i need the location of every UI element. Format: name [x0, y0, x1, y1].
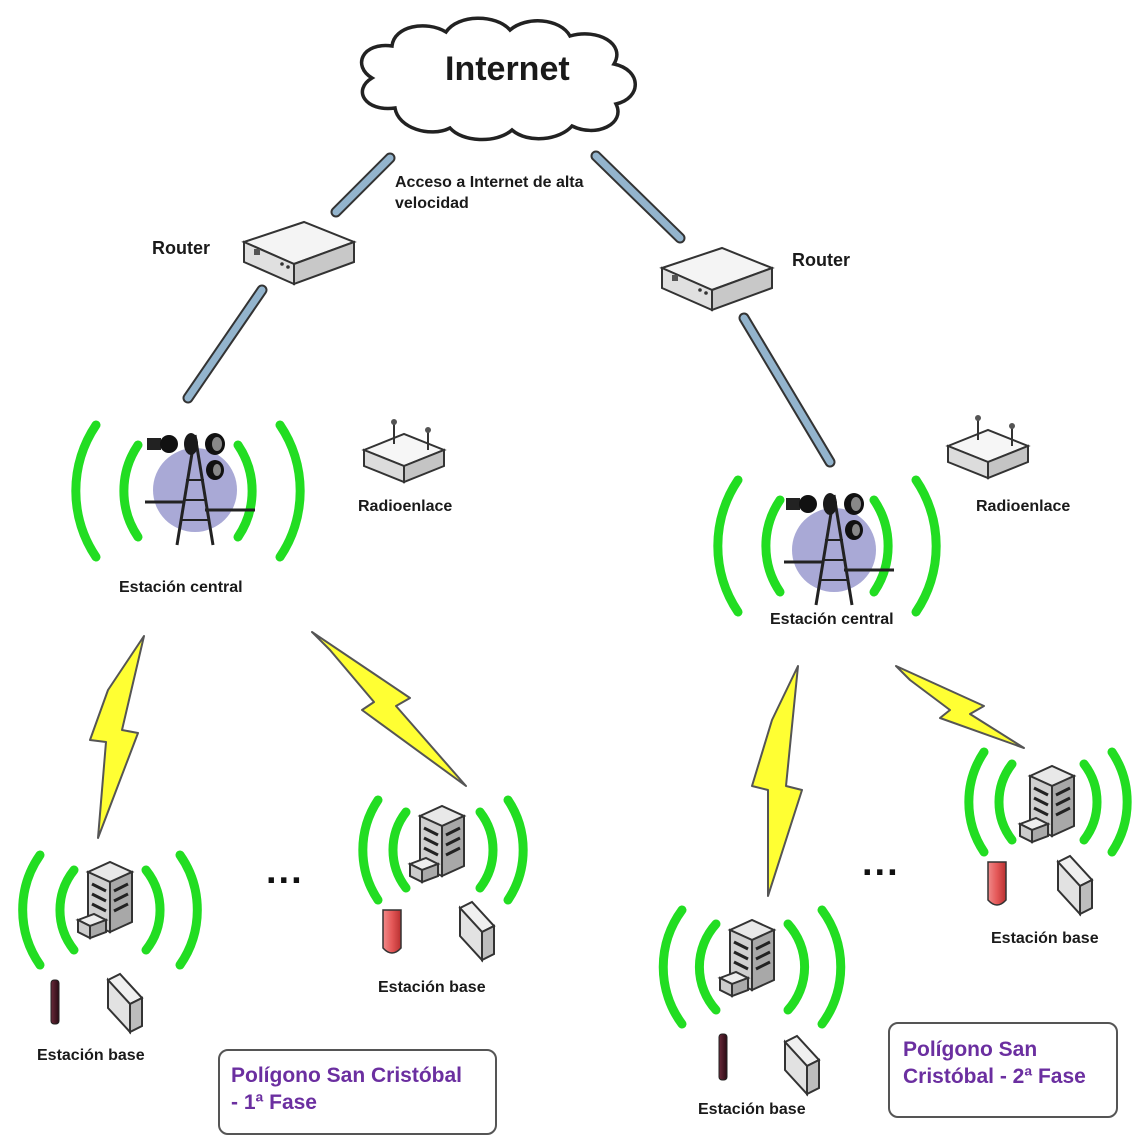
- base-station-3-waves: [658, 905, 846, 1029]
- central-station-left-waves: [71, 420, 305, 562]
- radio-left-label: Radioenlace: [358, 498, 453, 515]
- base-station-4-panel-icon: [1057, 855, 1093, 915]
- link-internet-router-left: [330, 152, 396, 218]
- base-3-label: Estación base: [698, 1101, 806, 1118]
- base-2-label: Estación base: [378, 979, 486, 996]
- phase2-line2: Cristóbal - 2ª Fase: [903, 1065, 1086, 1088]
- base-station-3-antenna-icon: [718, 1033, 728, 1081]
- lightning-left-1: [89, 635, 145, 839]
- base-station-4-antenna-icon: [987, 861, 1007, 906]
- base-1-label: Estación base: [37, 1047, 145, 1064]
- lightning-right-1: [751, 665, 803, 897]
- central-right-label: Estación central: [770, 611, 894, 628]
- base-4-label: Estación base: [991, 930, 1099, 947]
- ellipsis-right: ...: [862, 842, 900, 884]
- link-internet-router-right: [590, 150, 686, 244]
- radiolink-left-icon: [363, 418, 445, 483]
- access-label-line2: velocidad: [395, 195, 469, 212]
- internet-label: Internet: [445, 50, 570, 88]
- base-station-2-waves: [358, 795, 528, 905]
- router-right-label: Router: [792, 250, 850, 270]
- base-station-2-panel-icon: [459, 901, 495, 961]
- ellipsis-left: ...: [266, 850, 304, 892]
- base-station-1-building-icon: [76, 860, 134, 940]
- router-left-icon: [243, 221, 355, 285]
- base-station-3-panel-icon: [784, 1035, 820, 1095]
- base-station-1-waves: [18, 850, 202, 970]
- base-station-1-panel-icon: [107, 973, 143, 1033]
- access-label-line1: Acceso a Internet de alta: [395, 174, 584, 191]
- base-station-1-antenna-icon: [50, 979, 60, 1025]
- base-station-2-antenna-icon: [382, 909, 402, 954]
- base-station-4-waves: [964, 747, 1132, 857]
- router-right-icon: [661, 247, 773, 311]
- lightning-left-2: [311, 631, 467, 787]
- link-router-central-left: [182, 284, 268, 404]
- phase2-line1: Polígono San: [903, 1038, 1038, 1061]
- base-station-3-building-icon: [718, 918, 776, 998]
- internet-cloud: [359, 16, 637, 142]
- link-router-central-right: [738, 312, 836, 468]
- radio-right-label: Radioenlace: [976, 498, 1071, 515]
- phase1-box: [218, 1049, 497, 1135]
- lightning-right-2: [895, 665, 1025, 749]
- phase2-box: [888, 1022, 1118, 1118]
- phase1-line2: - 1ª Fase: [231, 1091, 317, 1114]
- base-station-2-building-icon: [408, 804, 466, 884]
- router-left-label: Router: [152, 238, 210, 258]
- radiolink-right-icon: [947, 414, 1029, 479]
- central-left-label: Estación central: [119, 579, 243, 596]
- phase1-line1: Polígono San Cristóbal: [231, 1064, 463, 1087]
- base-station-4-building-icon: [1018, 764, 1076, 844]
- central-station-right-waves: [713, 475, 941, 617]
